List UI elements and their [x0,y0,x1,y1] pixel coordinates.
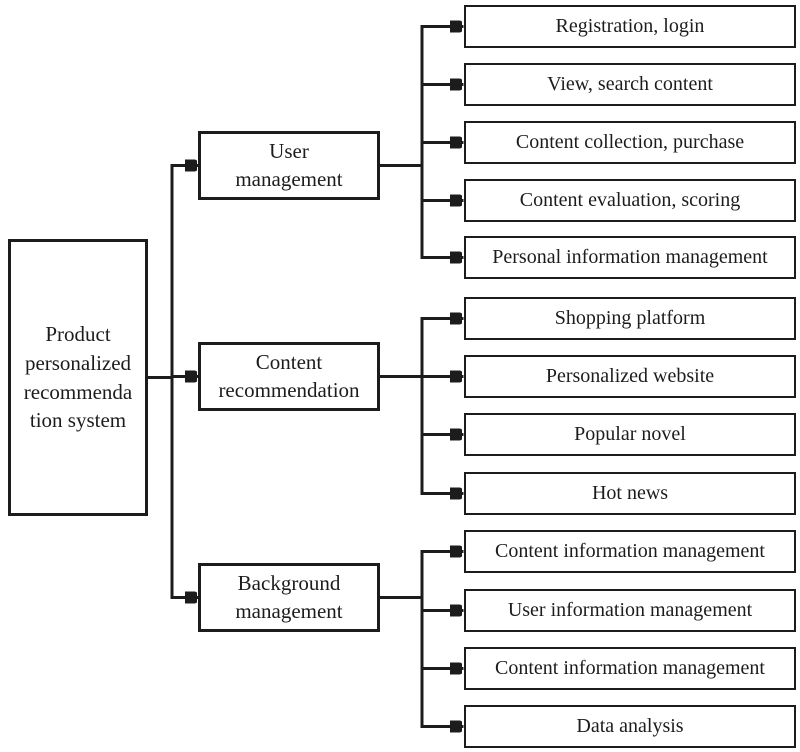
root-node-line: tion system [29,408,127,433]
leaf-node-view-search-content: View, search content [464,63,796,106]
branch-node-user-management: User management [198,131,380,200]
leaf-node-personalized-website: Personalized website [464,355,796,398]
root-node-product-personalized-recommendation-system: Product personalized recommenda tion sys… [8,239,148,516]
leaf-node-personal-information-management: Personal information management [464,236,796,279]
branch-node-line: Background [237,570,341,595]
root-node-line: recommenda [23,379,133,404]
branch-node-line: management [235,598,343,623]
leaf-node-data-analysis: Data analysis [464,705,796,748]
leaf-node-popular-novel: Popular novel [464,413,796,456]
branch-node-line: User [269,138,309,163]
leaf-node-content-collection-purchase: Content collection, purchase [464,121,796,164]
root-node-line: Product [45,321,111,346]
branch-node-line: management [235,166,343,191]
branch-node-background-management: Background management [198,563,380,632]
root-node-line: personalized [24,350,132,375]
leaf-node-registration-login: Registration, login [464,5,796,48]
leaf-node-hot-news: Hot news [464,472,796,515]
branch-node-content-recommendation: Content recommendation [198,342,380,411]
leaf-node-user-information-management: User information management [464,589,796,632]
leaf-node-content-information-management: Content information management [464,530,796,573]
leaf-node-content-evaluation-scoring: Content evaluation, scoring [464,179,796,222]
leaf-node-shopping-platform: Shopping platform [464,297,796,340]
leaf-node-content-information-management-2: Content information management [464,647,796,690]
branch-node-line: Content [255,349,323,374]
branch-node-line: recommendation [218,377,360,402]
